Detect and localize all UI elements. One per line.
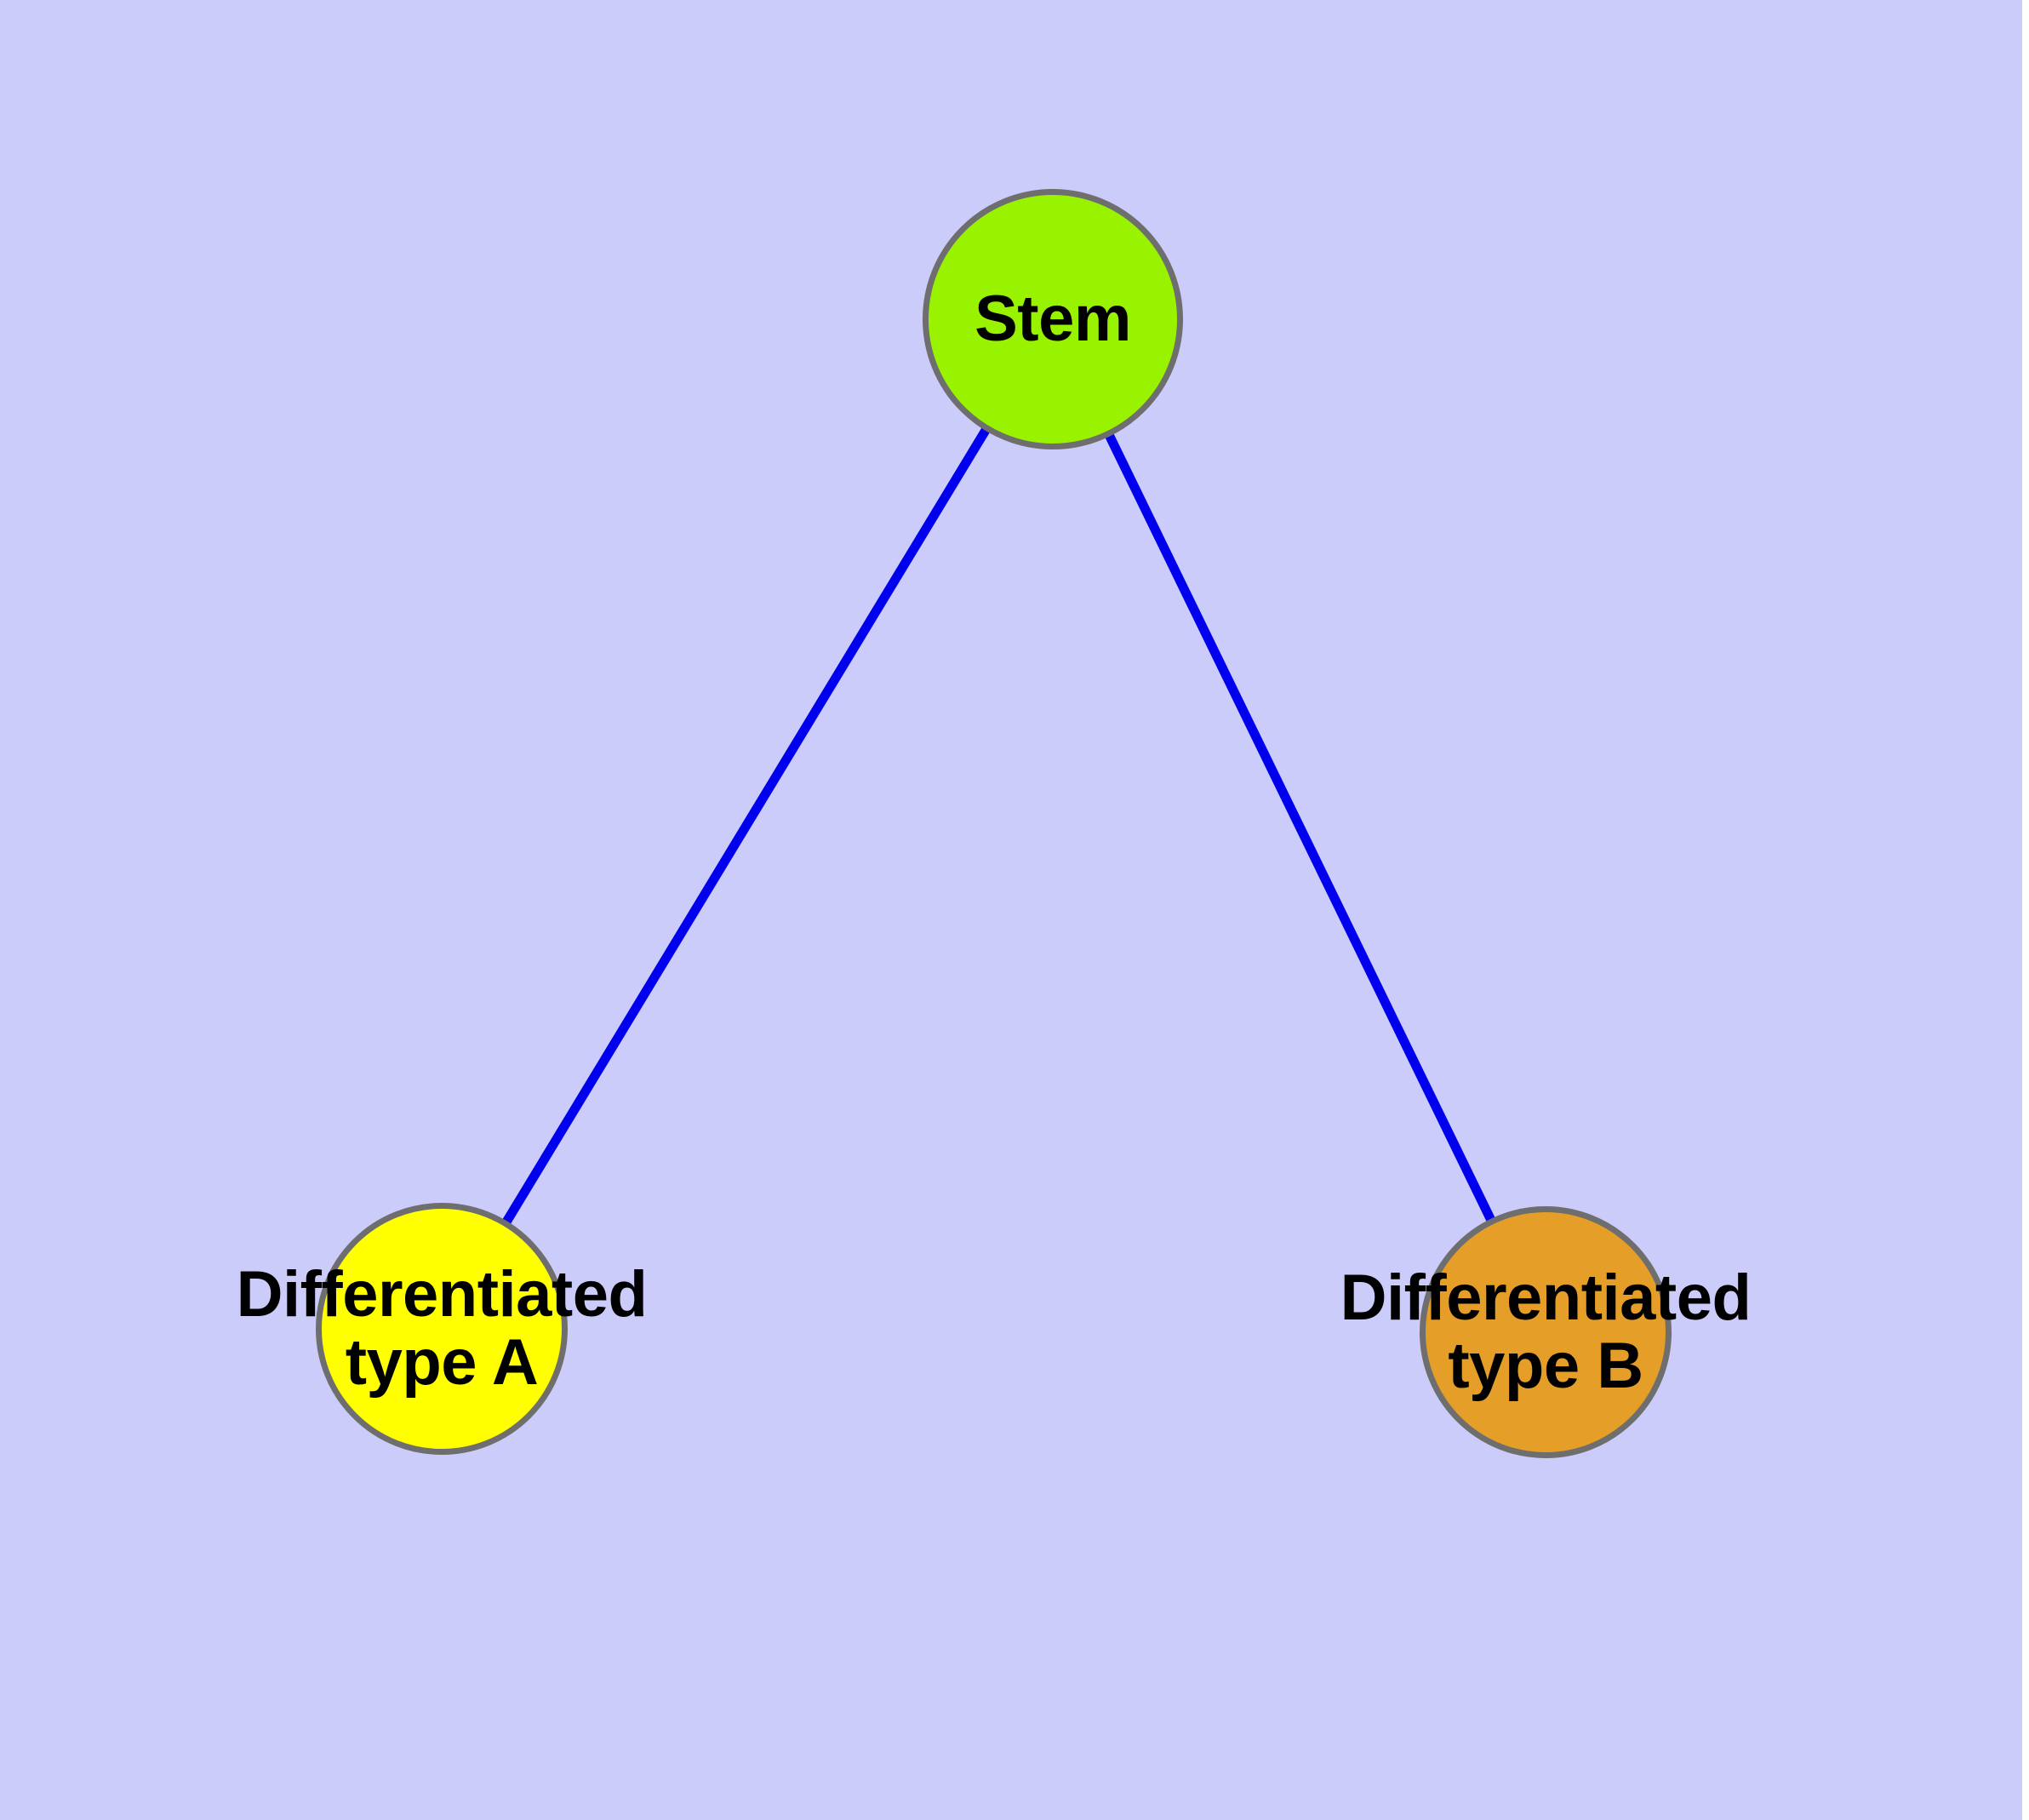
graph-node-differentiated-type-b[interactable] <box>1420 1206 1672 1458</box>
graph-node-stem[interactable] <box>923 189 1183 449</box>
graph-node-differentiated-type-a[interactable] <box>316 1203 568 1455</box>
